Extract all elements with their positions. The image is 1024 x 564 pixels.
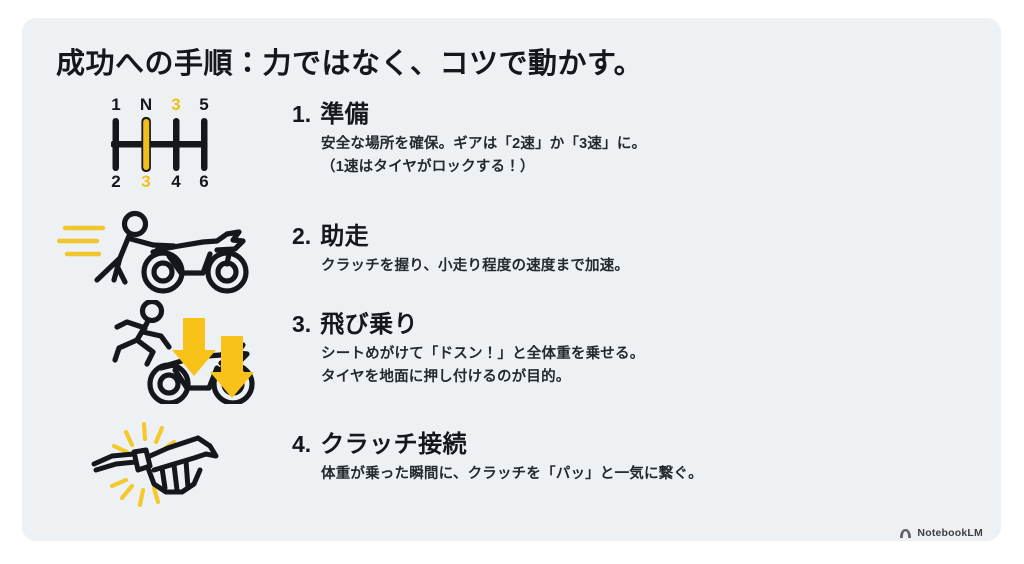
step-number: 4. xyxy=(292,431,312,457)
svg-text:3: 3 xyxy=(141,172,150,190)
step-description-line: （1速はタイヤがロックする！） xyxy=(321,159,535,176)
gear-shift-pattern-icon: 1 N 3 5 2 3 4 6 xyxy=(111,95,209,190)
notebooklm-logo-icon xyxy=(900,528,912,538)
step-description-line: タイヤを地面に押し付けるのが目的。 xyxy=(321,369,571,386)
step-item: 3. 飛び乗り シートめがけて「ドスン！」と全体重を乗せる。 タイヤを地面に押し… xyxy=(22,298,1001,408)
step-description-line: 体重が乗った瞬間に、クラッチを「パッ」と一気に繋ぐ。 xyxy=(321,466,703,482)
svg-text:6: 6 xyxy=(199,172,208,190)
step-item: 4. クラッチ接続 体重が乗った瞬間に、クラッチを「パッ」と一気に繋ぐ。 xyxy=(22,408,1001,508)
step-description: 安全な場所を確保。ギアは「2速」か「3速」に。 （1速はタイヤがロックする！） xyxy=(321,133,646,180)
step-heading: 3. 飛び乗り xyxy=(292,304,644,339)
step-body: 3. 飛び乗り シートめがけて「ドスン！」と全体重を乗せる。 タイヤを地面に押し… xyxy=(292,298,644,390)
step-description: クラッチを握り、小走り程度の速度まで加速。 xyxy=(321,255,629,278)
step-title: クラッチ接続 xyxy=(320,431,468,458)
step-icon-wrapper xyxy=(22,408,292,512)
step-icon-wrapper xyxy=(22,298,292,404)
person-pushing-motorcycle-icon xyxy=(57,210,249,294)
step-number: 1. xyxy=(292,101,312,127)
notebooklm-attribution: NotebookLM xyxy=(899,527,983,539)
step-heading: 2. 助走 xyxy=(292,216,629,251)
step-body: 2. 助走 クラッチを握り、小走り程度の速度まで加速。 xyxy=(292,200,629,278)
svg-text:5: 5 xyxy=(199,95,208,114)
step-description-line: シートめがけて「ドスン！」と全体重を乗せる。 xyxy=(321,346,645,362)
step-title: 助走 xyxy=(320,223,370,250)
svg-text:2: 2 xyxy=(111,172,120,190)
step-body: 1. 準備 安全な場所を確保。ギアは「2速」か「3速」に。 （1速はタイヤがロッ… xyxy=(292,92,646,180)
step-body: 4. クラッチ接続 体重が乗った瞬間に、クラッチを「パッ」と一気に繋ぐ。 xyxy=(292,408,703,486)
step-item: 2. 助走 クラッチを握り、小走り程度の速度まで加速。 xyxy=(22,200,1001,298)
step-item: 1 N 3 5 2 3 4 6 xyxy=(22,92,1001,200)
svg-text:1: 1 xyxy=(111,95,120,114)
steps-list: 1 N 3 5 2 3 4 6 xyxy=(22,92,1001,508)
svg-text:N: N xyxy=(140,95,152,114)
step-description-line: クラッチを握り、小走り程度の速度まで加速。 xyxy=(321,258,630,274)
notebooklm-label: NotebookLM xyxy=(917,527,983,539)
svg-text:4: 4 xyxy=(171,172,181,190)
step-description: シートめがけて「ドスン！」と全体重を乗せる。 タイヤを地面に押し付けるのが目的。 xyxy=(321,343,644,390)
step-title: 飛び乗り xyxy=(320,311,419,338)
step-icon-wrapper xyxy=(22,200,292,298)
hand-gripping-clutch-lever-icon xyxy=(91,421,219,508)
step-number: 2. xyxy=(292,223,312,249)
slide-card: 成功への手順：力ではなく、コツで動かす。 1 N 3 5 2 3 4 6 xyxy=(22,18,1001,541)
person-jumping-onto-motorcycle-icon xyxy=(112,300,255,404)
step-heading: 1. 準備 xyxy=(292,94,646,129)
step-title: 準備 xyxy=(320,101,370,128)
svg-text:3: 3 xyxy=(171,95,180,114)
step-heading: 4. クラッチ接続 xyxy=(292,424,703,459)
page-title: 成功への手順：力ではなく、コツで動かす。 xyxy=(56,48,644,80)
step-icon-wrapper: 1 N 3 5 2 3 4 6 xyxy=(22,92,292,190)
step-number: 3. xyxy=(292,311,312,337)
step-description-line: 安全な場所を確保。ギアは「2速」か「3速」に。 xyxy=(321,136,647,152)
step-description: 体重が乗った瞬間に、クラッチを「パッ」と一気に繋ぐ。 xyxy=(321,463,703,486)
